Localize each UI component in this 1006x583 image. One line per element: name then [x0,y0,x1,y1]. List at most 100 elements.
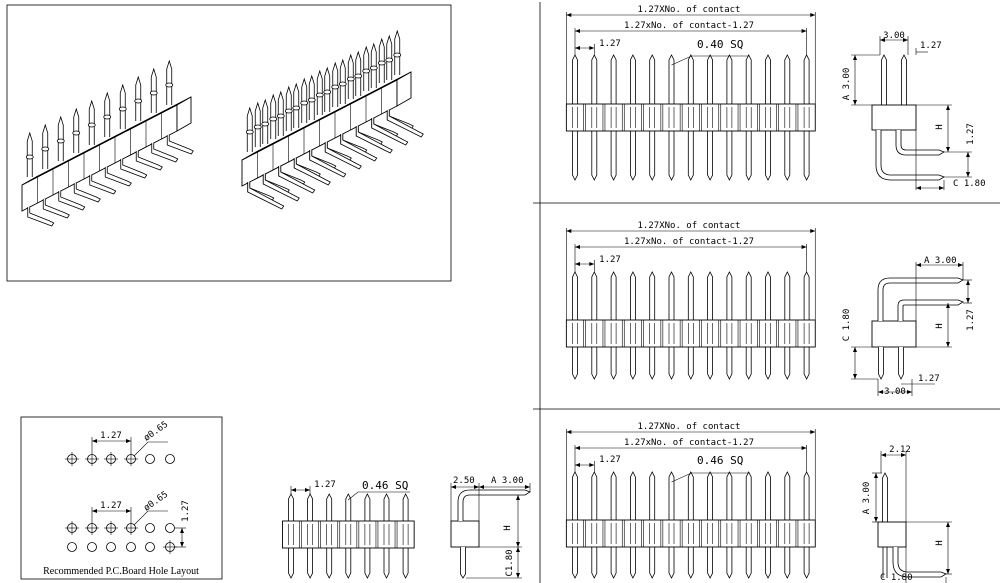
pcb-hole [145,523,155,533]
iso-pin-bent [309,150,347,178]
iso-pin-bent [293,158,331,186]
pin-upper [784,271,791,320]
insulator-body [871,320,917,348]
view3-pitch: 1.27 [599,455,621,465]
iso-pin-collar [118,106,127,112]
pin-lower [630,131,636,181]
pin-lower [572,131,578,181]
pin-upper [591,54,598,104]
pin-lower [307,548,313,579]
view2-pitch: 1.27 [599,255,621,265]
pin-upper [803,271,810,320]
view3-side-a: A 3.00 [862,482,872,515]
pin-lower [687,547,694,579]
iso-body-end [176,96,192,132]
pin-lower [803,547,810,579]
insulator-body [565,319,816,348]
view3-total: 1.27XNo. of contact [638,422,741,432]
view1-side-row: 1.27 [966,123,976,145]
iso-pin-bent [355,126,393,154]
pin-lower [402,548,409,579]
iso-pin-collar [56,138,65,144]
pin-upper [765,471,771,520]
pcb-dia-2: ø0.65 [142,490,170,514]
view1-side-a: A 3.00 [842,68,852,101]
pin-vertical [881,54,887,105]
pin-lower [784,547,791,579]
pin-lower [707,131,713,181]
pin-lower [687,131,694,181]
insulator-body [565,519,816,548]
view2-side-c: C 1.80 [842,309,852,342]
iso-pin-bent [386,110,424,138]
pin-upper [630,54,636,104]
iso-pin-bent [278,166,316,194]
iso-pin-bent [42,199,70,219]
pin-lower [726,131,733,181]
pin-lower [326,548,333,579]
pin-lower [726,547,733,579]
dim-arrow [966,152,970,177]
dim-arrow [575,46,595,50]
dim-arrow [180,528,184,547]
pin-upper [745,54,752,104]
view1-front [565,12,816,181]
pin-bent-inner [897,299,964,321]
pin-upper [610,54,617,104]
pcb-hole [106,542,116,552]
pin-lower [882,547,888,578]
pin-upper [326,493,333,521]
view2-side-pitch: 1.27 [918,374,940,384]
view3-side-top: 2.12 [889,445,911,455]
view2-front [565,228,816,380]
pcb-caption: Recommended P.C.Board Hole Layout [43,566,199,577]
view2-side [851,262,972,396]
iso-pin-collar [72,130,81,136]
pin-upper [784,471,791,520]
pin-lower [687,347,694,380]
pin-upper [572,271,578,320]
pin-lower [288,548,294,579]
pin-upper [288,493,294,521]
pin-upper [726,471,733,520]
iso-pin-collar [87,122,96,128]
iso-pin-collar [393,52,402,58]
pcb-pitch-2: 1.27 [100,501,122,511]
view2-side-bottom: 3.00 [884,387,906,397]
dim-arrow [881,453,906,457]
iso-pin-collar [377,60,386,66]
pin-lower [610,547,617,579]
pin-upper [687,54,694,104]
iso-pin-bent [340,134,378,162]
pin-lower [364,548,371,579]
iso-pin-bent [27,207,55,227]
pin-upper [687,271,694,320]
view1-side-h: H [935,124,945,129]
iso-pin-collar [385,57,394,63]
pin-lower [591,347,598,380]
pin-upper [649,54,656,104]
pin-lower [572,547,578,579]
iso-pin-bent [371,118,409,146]
pin-lower [745,347,752,380]
pin-lower [460,547,466,579]
pin-lower [649,131,656,181]
pin-lower [765,547,771,579]
pin-lower [630,547,636,579]
iso-pin-bent [166,135,194,155]
view3-span: 1.27xNo. of contact-1.27 [624,438,754,448]
side-view-small [450,483,531,579]
iso-pin-collar [323,89,332,95]
pin-lower [383,548,390,579]
pin-sq-leader [671,55,750,66]
iso-pin-collar [284,108,293,114]
iso-pin-collar [369,65,378,71]
pcb-pitch-1: 1.27 [100,431,122,441]
pcb-row-pitch: 1.27 [181,500,191,522]
view2-total: 1.27XNo. of contact [638,221,741,231]
view1-side-pitch: 1.27 [920,41,942,51]
pin-bent-inner [895,130,945,156]
pin-lower [765,131,771,181]
pin-upper [402,493,409,521]
